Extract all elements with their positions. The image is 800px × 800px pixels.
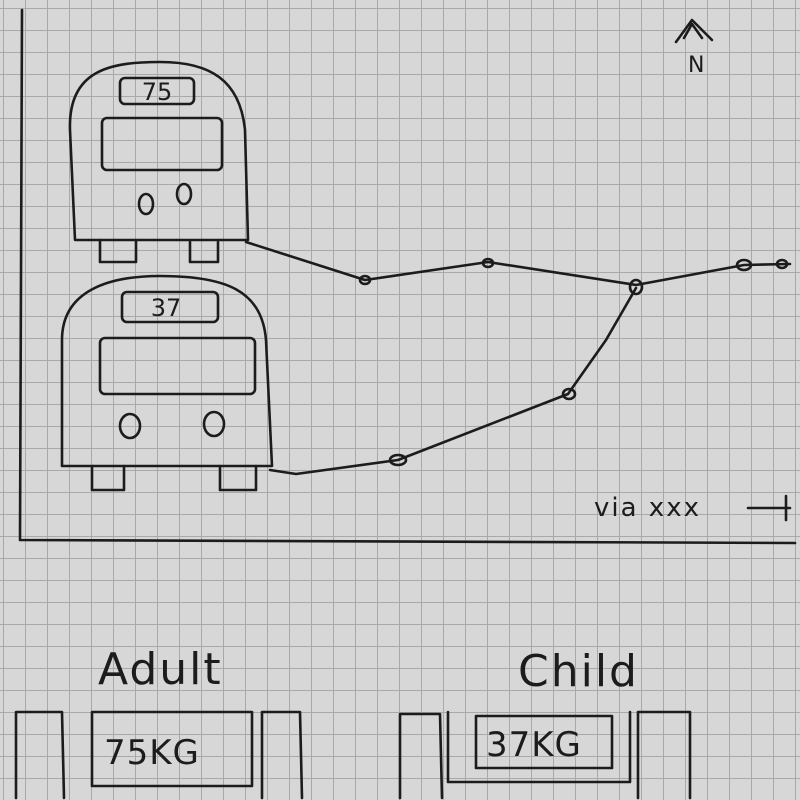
bus-75[interactable]: 75 (68, 60, 250, 264)
headlight-left (137, 192, 155, 216)
bus-stops (358, 257, 789, 467)
increment-button[interactable] (260, 710, 304, 800)
ticket-adult: Adult 75KG (14, 644, 304, 800)
map-frame (18, 8, 797, 545)
bus-body (60, 274, 274, 468)
bus-stop[interactable] (358, 274, 372, 286)
weight-inner-box (474, 714, 614, 770)
headlight-left (118, 412, 142, 440)
increment-button[interactable] (636, 710, 692, 800)
arrow-right-icon (746, 494, 792, 522)
via-indicator[interactable]: via xxx (594, 493, 792, 523)
decrement-button[interactable] (398, 712, 444, 800)
compass-icon (674, 18, 714, 44)
route-sign (118, 76, 196, 106)
route-sign (120, 290, 220, 324)
route-37-line (268, 286, 638, 476)
route-75-line (244, 240, 792, 287)
bus-stop[interactable] (561, 387, 577, 401)
bus-number: 37 (151, 294, 182, 322)
weight-value: 75KG (104, 733, 200, 773)
headlight-right (175, 182, 193, 206)
bus-window (98, 336, 257, 396)
decrement-button[interactable] (14, 710, 66, 800)
wheel-right (188, 240, 220, 264)
wheel-left (90, 464, 126, 492)
wheel-right (218, 464, 258, 492)
north-arrow[interactable]: N (674, 18, 714, 78)
bus-number: 75 (142, 78, 173, 106)
ticket-child: Child 37KG (398, 646, 692, 800)
bus-stop[interactable] (775, 258, 789, 270)
bus-stop[interactable] (388, 453, 408, 467)
bus-37[interactable]: 37 (60, 274, 274, 492)
ticket-label: Child (518, 646, 639, 697)
bus-stop[interactable] (735, 258, 753, 272)
bus-window (100, 116, 224, 172)
headlight-right (202, 410, 226, 438)
weight-display (90, 710, 254, 788)
bus-stop[interactable] (481, 257, 495, 269)
weight-display (446, 710, 632, 784)
ticket-label: Adult (98, 644, 223, 695)
weight-value: 37KG (486, 725, 582, 765)
north-label: N (688, 53, 704, 78)
wheel-left (98, 238, 138, 264)
bus-body (68, 60, 250, 242)
bus-stop[interactable] (628, 278, 644, 296)
via-label: via xxx (594, 493, 701, 523)
